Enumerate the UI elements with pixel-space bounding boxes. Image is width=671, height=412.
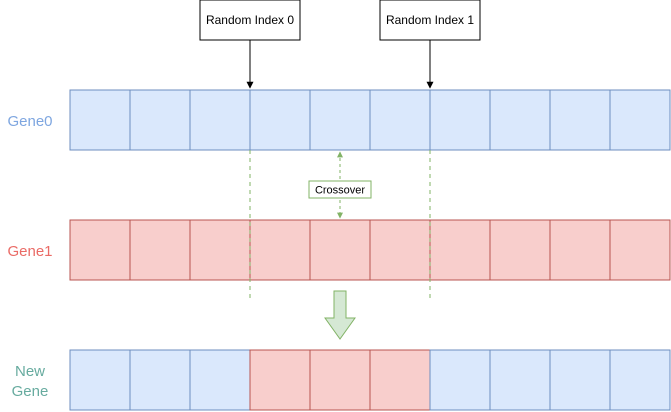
gene0-label: Gene0: [7, 113, 52, 130]
new-gene-cell: [609, 349, 671, 411]
new-gene-cell: [249, 349, 311, 411]
result-down-arrow-icon: [324, 290, 356, 340]
gene0-cell: [189, 89, 251, 151]
gene1-cell: [249, 219, 311, 281]
gene0-cell: [489, 89, 551, 151]
new-gene-cell: [129, 349, 191, 411]
gene0-row: [69, 89, 671, 151]
new-gene-cell: [489, 349, 551, 411]
gene1-cell: [609, 219, 671, 281]
new-gene-label-line2: Gene: [12, 383, 49, 400]
new-gene-cell: [309, 349, 371, 411]
gene0-cell: [69, 89, 131, 151]
random-index-1-box: Random Index 1: [379, 0, 481, 41]
new-gene-cell: [549, 349, 611, 411]
new-gene-cell: [189, 349, 251, 411]
gene1-cell: [549, 219, 611, 281]
crossover-label-box: Crossover: [308, 180, 372, 199]
gene1-cell: [189, 219, 251, 281]
gene0-cell: [609, 89, 671, 151]
gene0-cell: [549, 89, 611, 151]
new-gene-cell: [429, 349, 491, 411]
gene0-cell: [309, 89, 371, 151]
random-index-1-label: Random Index 1: [386, 13, 474, 27]
gene1-cell: [489, 219, 551, 281]
gene0-cell: [429, 89, 491, 151]
gene0-cell: [369, 89, 431, 151]
gene1-cell: [369, 219, 431, 281]
new-gene-row: [69, 349, 671, 411]
gene1-cell: [309, 219, 371, 281]
gene0-cell: [249, 89, 311, 151]
gene1-label: Gene1: [7, 243, 52, 260]
gene1-cell: [129, 219, 191, 281]
new-gene-label-line1: New: [15, 363, 45, 380]
new-gene-cell: [369, 349, 431, 411]
new-gene-cell: [69, 349, 131, 411]
random-index-0-box: Random Index 0: [199, 0, 301, 41]
gene1-row: [69, 219, 671, 281]
gene1-cell: [69, 219, 131, 281]
gene1-cell: [429, 219, 491, 281]
crossover-label: Crossover: [315, 185, 365, 197]
random-index-0-label: Random Index 0: [206, 13, 294, 27]
gene0-cell: [129, 89, 191, 151]
